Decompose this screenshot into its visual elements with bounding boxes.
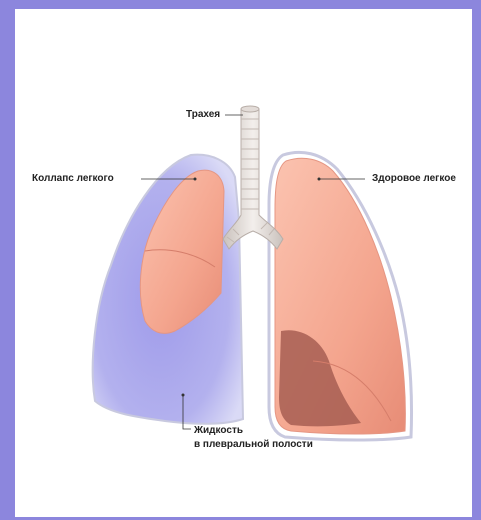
label-pleural-fluid-line1: Жидкость [194, 425, 243, 437]
label-pleural-fluid-line2: в плевральной полости [194, 439, 313, 451]
label-trachea: Трахея [186, 109, 220, 121]
label-healthy-lung: Здоровое легкое [372, 173, 456, 185]
illustration-canvas: Трахея Коллапс легкого Здоровое легкое Ж… [15, 9, 472, 517]
label-collapsed-lung: Коллапс легкого [32, 173, 114, 185]
